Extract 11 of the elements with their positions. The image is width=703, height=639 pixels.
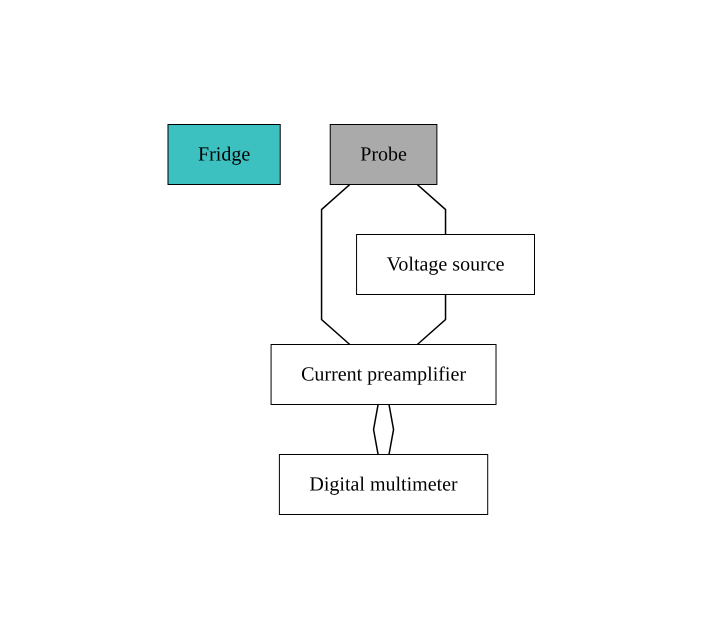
diagram: Fridge Probe Voltage source Current preamplifier Digital multimeter <box>160 0 543 639</box>
node-box <box>168 124 281 185</box>
node-box <box>330 124 438 185</box>
connector <box>321 184 350 346</box>
connector <box>417 294 447 346</box>
node-box <box>356 234 536 295</box>
connector <box>388 404 395 455</box>
connector <box>373 404 380 455</box>
connector <box>417 184 447 234</box>
node-box <box>270 344 497 405</box>
node-box <box>279 454 488 515</box>
